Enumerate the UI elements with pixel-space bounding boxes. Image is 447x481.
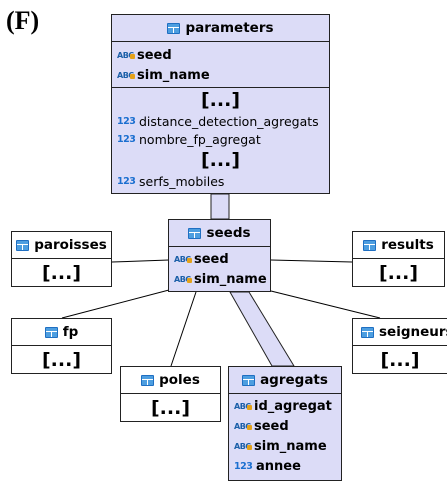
link-seeds-agregats [229, 291, 295, 367]
field-name: sim_name [194, 271, 267, 287]
table-paroisses[interactable]: paroisses [...] [11, 231, 112, 287]
table-header: parameters [112, 15, 329, 42]
field-name: distance_detection_agregats [139, 113, 319, 129]
link-seeds-seigneurs [270, 290, 381, 319]
numeric-type-icon: 123 [117, 175, 136, 187]
text-type-icon: ABC [174, 254, 192, 264]
field-name: seed [137, 47, 172, 63]
field-name: sim_name [254, 438, 327, 454]
field-name: nombre_fp_agregat [139, 131, 261, 147]
text-type-icon: ABC [234, 441, 252, 451]
table-header: agregats [229, 367, 341, 394]
table-header: seeds [169, 220, 270, 247]
table-icon [167, 22, 181, 34]
link-seeds-paroisses [111, 259, 170, 263]
field-name: annee [256, 458, 301, 474]
field-row: ABC seed [229, 416, 341, 436]
numeric-type-icon: 123 [117, 115, 136, 127]
text-type-icon: ABC [234, 401, 252, 411]
text-type-icon: ABC [234, 421, 252, 431]
field-row: ABC seed [112, 45, 329, 65]
field-row: ABC seed [169, 249, 270, 269]
key-separator [112, 87, 329, 88]
link-seeds-fp [61, 289, 170, 319]
field-row: 123 distance_detection_agregats [112, 112, 329, 130]
table-icon [16, 239, 30, 251]
table-title: poles [159, 372, 200, 388]
table-fp[interactable]: fp [...] [11, 318, 112, 374]
field-row: 123 nombre_fp_agregat [112, 130, 329, 148]
table-seigneurs[interactable]: seigneurs [...] [352, 318, 447, 374]
field-name: serfs_mobiles [139, 173, 225, 189]
table-agregats[interactable]: agregats ABC id_agregat ABC seed ABC sim… [228, 366, 342, 481]
field-row: 123 annee [229, 456, 341, 476]
ellipsis: [...] [200, 89, 241, 111]
table-icon [242, 374, 256, 386]
ellipsis: [...] [41, 262, 82, 284]
table-title: agregats [260, 372, 328, 388]
table-poles[interactable]: poles [...] [120, 366, 221, 422]
table-header: seigneurs [353, 319, 447, 346]
field-name: seed [194, 251, 229, 267]
table-title: seigneurs [379, 324, 447, 340]
ellipsis: [...] [200, 149, 241, 171]
ellipsis: [...] [150, 397, 191, 419]
table-icon [361, 326, 374, 338]
field-name: sim_name [137, 67, 210, 83]
link-seeds-results [270, 259, 353, 263]
table-title: results [381, 237, 434, 253]
field-row: ABC sim_name [112, 65, 329, 85]
table-header: poles [121, 367, 220, 394]
table-icon [44, 326, 58, 338]
ellipsis: [...] [378, 262, 419, 284]
table-title: paroisses [34, 237, 107, 253]
table-icon [141, 374, 155, 386]
table-header: paroisses [12, 232, 111, 259]
field-name: id_agregat [254, 398, 332, 414]
table-title: parameters [185, 20, 274, 36]
field-name: seed [254, 418, 289, 434]
numeric-type-icon: 123 [234, 460, 253, 472]
table-seeds[interactable]: seeds ABC seed ABC sim_name [168, 219, 271, 292]
text-type-icon: ABC [174, 274, 192, 284]
field-row: ABC id_agregat [229, 396, 341, 416]
text-type-icon: ABC [117, 70, 135, 80]
numeric-type-icon: 123 [117, 133, 136, 145]
ellipsis: [...] [380, 349, 420, 371]
table-title: fp [62, 324, 79, 340]
field-row: ABC sim_name [169, 269, 270, 289]
ellipsis: [...] [41, 349, 82, 371]
table-header: results [353, 232, 444, 259]
table-results[interactable]: results [...] [352, 231, 445, 287]
table-parameters[interactable]: parameters ABC seed ABC sim_name [...] 1… [111, 14, 330, 194]
text-type-icon: ABC [117, 50, 135, 60]
field-row: 123 serfs_mobiles [112, 172, 329, 190]
link-seeds-poles [170, 291, 197, 367]
table-icon [363, 239, 377, 251]
table-title: seeds [206, 225, 251, 241]
field-row: ABC sim_name [229, 436, 341, 456]
link-parameters-seeds [210, 193, 230, 220]
panel-label: (F) [6, 6, 40, 35]
table-header: fp [12, 319, 111, 346]
table-icon [188, 227, 202, 239]
